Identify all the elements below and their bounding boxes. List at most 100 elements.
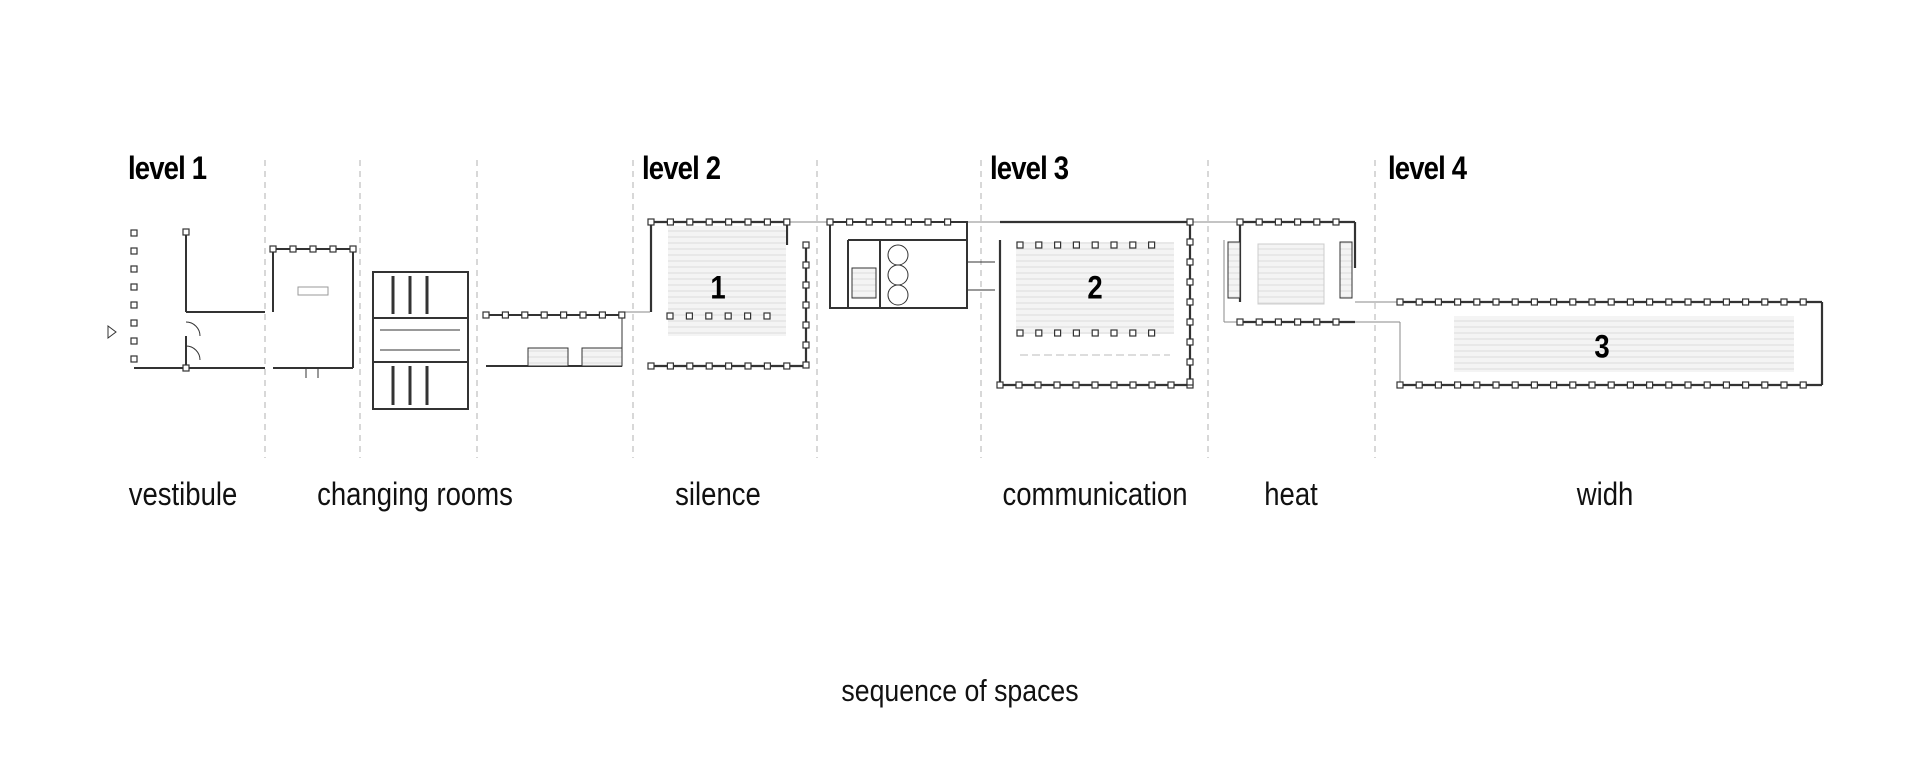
column	[1332, 318, 1340, 326]
column	[943, 218, 952, 226]
column	[802, 301, 810, 309]
column	[826, 218, 834, 226]
column	[1761, 298, 1769, 306]
column	[1091, 329, 1099, 337]
changing-rooms-plan	[372, 271, 469, 410]
column	[1035, 241, 1043, 249]
column	[802, 321, 810, 329]
space-label-vestibule: vestibule	[128, 476, 238, 512]
column	[1530, 298, 1539, 306]
column	[1626, 381, 1635, 389]
column	[1313, 218, 1321, 226]
column	[1147, 241, 1156, 249]
column	[763, 362, 772, 370]
column	[885, 218, 893, 226]
column	[1645, 381, 1654, 389]
column	[1072, 381, 1080, 389]
column	[996, 381, 1004, 389]
level-1-heading: level 1	[128, 150, 207, 186]
column	[1236, 318, 1244, 326]
column	[1255, 218, 1263, 226]
column	[579, 311, 587, 319]
column	[802, 361, 810, 369]
column	[1147, 329, 1156, 337]
column	[1148, 381, 1156, 389]
room-number-3: 3	[1594, 328, 1610, 365]
column	[1186, 238, 1194, 246]
column	[1293, 218, 1302, 226]
column	[540, 311, 548, 319]
column	[666, 218, 675, 226]
vestibule-columns	[130, 228, 190, 372]
column	[1511, 381, 1519, 389]
column	[1684, 298, 1692, 306]
vestibule-plan	[107, 232, 265, 369]
column	[686, 362, 694, 370]
column	[724, 312, 732, 320]
column	[1396, 381, 1404, 389]
column	[1110, 329, 1118, 337]
column	[1626, 298, 1635, 306]
space-label-silence: silence	[675, 476, 761, 512]
column	[1569, 381, 1577, 389]
column	[1492, 298, 1500, 306]
column	[1684, 381, 1692, 389]
column	[666, 362, 675, 370]
column	[904, 218, 913, 226]
space-label-heat: heat	[1264, 476, 1318, 512]
column	[1569, 298, 1577, 306]
column	[1761, 381, 1769, 389]
column	[1110, 381, 1118, 389]
column	[1091, 241, 1099, 249]
column	[1255, 318, 1263, 326]
column	[1072, 241, 1081, 249]
column	[1741, 298, 1750, 306]
room-number-1: 1	[710, 269, 726, 306]
column	[686, 218, 694, 226]
column	[1035, 329, 1043, 337]
column	[1703, 381, 1711, 389]
column	[802, 281, 810, 289]
column	[1167, 381, 1175, 389]
column	[1236, 218, 1244, 226]
column	[1588, 298, 1596, 306]
column	[1665, 381, 1673, 389]
column	[1274, 218, 1283, 226]
column	[705, 362, 713, 370]
column	[924, 218, 932, 226]
level-2-heading: level 2	[642, 150, 721, 186]
column	[1799, 298, 1807, 306]
column	[783, 218, 791, 226]
column	[1473, 381, 1481, 389]
column	[1645, 298, 1654, 306]
column	[1016, 241, 1024, 249]
column	[1453, 381, 1462, 389]
heat-room-plan	[1227, 220, 1357, 324]
column	[1186, 258, 1194, 266]
column	[1492, 381, 1500, 389]
column	[1186, 278, 1194, 286]
column	[1034, 381, 1042, 389]
column	[1186, 218, 1194, 226]
column	[349, 245, 357, 253]
column	[802, 341, 810, 349]
column	[1053, 381, 1061, 389]
silence-hall-plan	[649, 220, 808, 368]
column	[1549, 298, 1558, 306]
room-number-2: 2	[1087, 269, 1103, 306]
space-label-changing-rooms: changing rooms	[317, 476, 513, 512]
changing-rooms-entry-plan	[272, 248, 354, 378]
column	[1274, 318, 1283, 326]
column	[783, 362, 791, 370]
space-label-communication: communication	[1002, 476, 1188, 512]
column	[724, 362, 733, 370]
column	[1072, 329, 1081, 337]
column	[685, 312, 694, 320]
column	[1588, 381, 1596, 389]
column	[744, 218, 752, 226]
column	[705, 218, 713, 226]
column	[1473, 298, 1481, 306]
column	[1110, 241, 1118, 249]
column	[1053, 241, 1062, 249]
